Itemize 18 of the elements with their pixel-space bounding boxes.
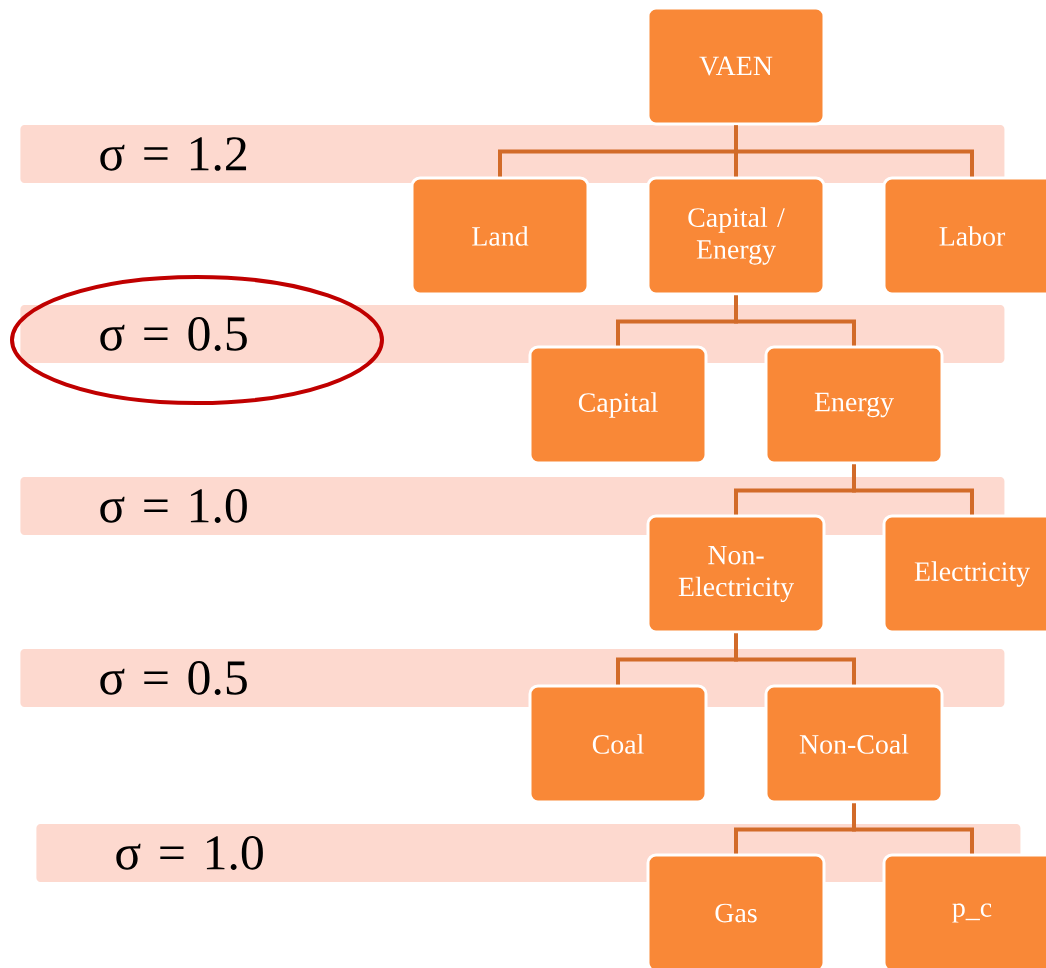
category-box: Energy: [764, 345, 944, 465]
tree-connector: [852, 803, 974, 854]
tree-connector: [852, 464, 974, 515]
tree-connector: [734, 633, 856, 685]
tree-connector: [734, 125, 974, 177]
category-box: VAEN: [646, 6, 826, 126]
category-box: Capital: [528, 345, 708, 465]
category-box: Capital / Energy: [646, 176, 826, 296]
tree-connector: [734, 295, 856, 346]
sigma-band: σ = 1.2: [20, 125, 1005, 183]
category-box: Labor: [882, 176, 1046, 296]
category-box: Land: [410, 176, 590, 296]
category-box: Coal: [528, 684, 708, 804]
category-box: Gas: [646, 853, 826, 968]
category-box: p_c: [882, 853, 1046, 968]
category-box: Non-Coal: [764, 684, 944, 804]
category-box: Electricity: [882, 514, 1046, 634]
category-box: Non-Electricity: [646, 514, 826, 634]
